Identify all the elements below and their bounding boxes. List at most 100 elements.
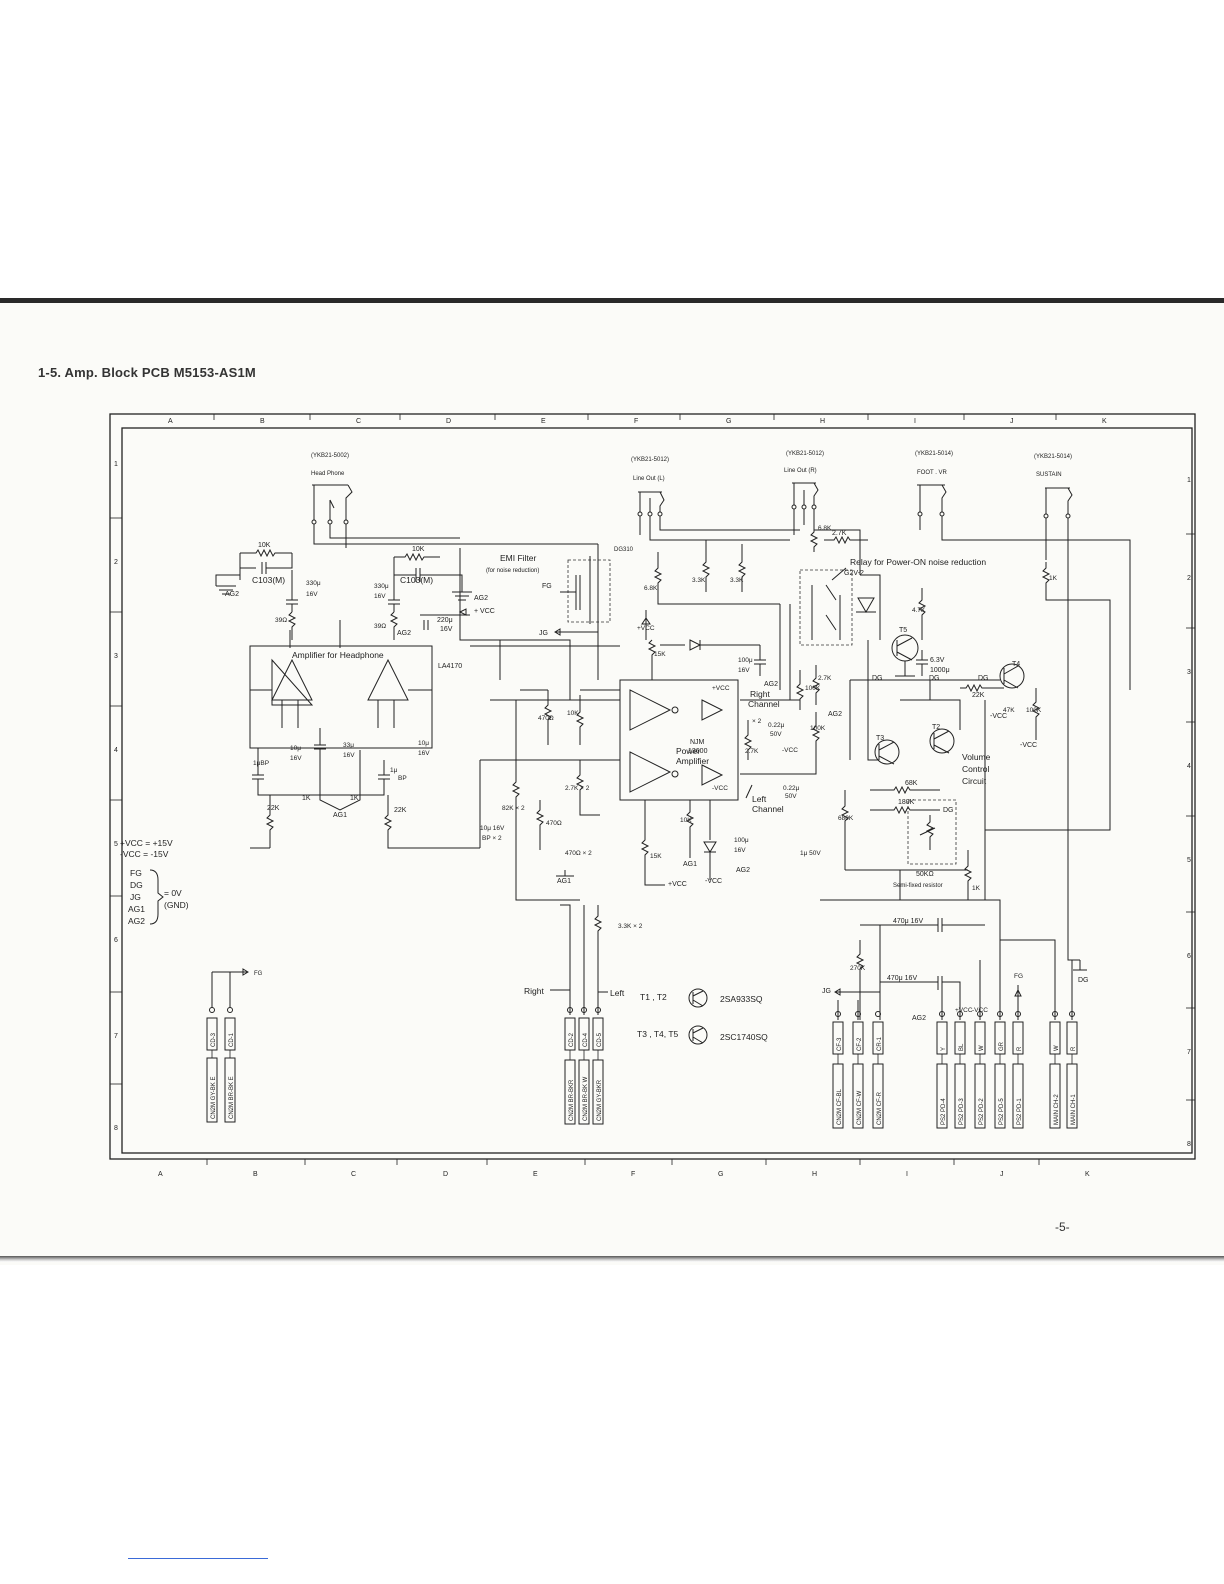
c-6.3v: 6.3V [930, 657, 945, 664]
grid-col-bottom-h: H [812, 1171, 817, 1178]
left-channel-label-2: Channel [752, 804, 784, 814]
net-fg-b: FG [1014, 973, 1023, 980]
sustain-name: SUSTAIN [1036, 472, 1062, 478]
v16-f: 16V [418, 750, 430, 757]
grid-col-top-a: A [168, 418, 173, 425]
grid-col-bottom-g: G [718, 1171, 723, 1178]
r39-a: 39Ω [275, 617, 287, 624]
r-680k: 680K [838, 815, 854, 822]
r39-b: 39Ω [374, 623, 386, 630]
grid-row-right-8: 8 [1187, 1141, 1191, 1148]
net-nvcc-c: -VCC [712, 785, 728, 792]
volume-control-block: T3 T2 Volume Control Circuit 68K 180K DG… [800, 724, 991, 900]
c10u-a: 10μ [290, 745, 301, 752]
grid-col-bottom-c: C [351, 1171, 356, 1178]
v16-g: 16V [738, 667, 750, 674]
legend-jg: JG [130, 892, 141, 902]
r-82k: 82K × 2 [502, 805, 525, 812]
label-t2: T2 [932, 724, 940, 731]
line-out-l-name: Line Out (L) [633, 476, 665, 482]
r-10k-b: 10K [412, 546, 425, 553]
volume-control-label-3: Circuit [962, 776, 987, 786]
grid-col-top-h: H [820, 418, 825, 425]
grid-col-top-f: F [634, 418, 638, 425]
connector-cd2-bottom-label-0: CN2M BR-BKR [569, 1079, 575, 1121]
grid-row-left-7: 7 [114, 1033, 118, 1040]
connector-cd2-pin-1 [581, 1007, 587, 1013]
net-ag1-b: AG1 [557, 878, 571, 885]
c100u-b: 100μ [734, 837, 749, 844]
c220: 220μ [437, 617, 453, 624]
grid-col-top-k: K [1102, 418, 1107, 425]
net-ag2-b: AG2 [474, 595, 488, 602]
grid-row-right-5: 5 [1187, 857, 1191, 864]
net-vcc-e: + VCC [474, 608, 495, 615]
headphone-jack-part: (YKB21-5002) [311, 453, 349, 459]
connector-cd2-pin-2 [595, 1007, 601, 1013]
connector-ps-pin-0 [939, 1011, 945, 1017]
foot-vr-name: FOOT . VR [917, 470, 948, 476]
r-100k-a: 100K [805, 685, 821, 692]
connector-cd2-bottom-label-2: CN2M GY-BKR [597, 1079, 603, 1121]
power-amp-label: Power [676, 746, 700, 756]
grid-col-bottom-k: K [1085, 1171, 1090, 1178]
net-vcc-c: +VCC [668, 881, 687, 888]
relay-part: G2V-2 [844, 570, 864, 577]
legend-vcc-neg: -VCC = -15V [120, 849, 169, 859]
emi-filter-block: EMI Filter (for noise reduction) DG310 F… [486, 547, 634, 637]
c-1000u: 1000μ [930, 667, 950, 674]
net-ag1-a: AG1 [333, 812, 347, 819]
r-1k-a: 1K [302, 795, 311, 802]
grid-row-right-1: 1 [1187, 477, 1191, 484]
legend-fg: FG [130, 868, 142, 878]
r-1k-b: 1K [350, 795, 359, 802]
r-10k-a: 10K [258, 542, 271, 549]
r-10k-c: 10K [567, 710, 579, 717]
grid-row-left-2: 2 [114, 559, 118, 566]
emi-filter-note: (for noise reduction) [486, 568, 539, 574]
connector-cd-pin-0 [209, 1007, 215, 1013]
net-ag2-a: AG2 [225, 591, 239, 598]
connector-cf-bottom-label-1: CN2M CF-W [857, 1090, 863, 1125]
connector-ps-top-label-1: BL [959, 1043, 965, 1051]
connector-ps-pin-1 [957, 1011, 963, 1017]
net-dg-c: DG [978, 675, 989, 682]
r-2.7k-d: 2.7K × 2 [565, 785, 590, 792]
connector-ps-bottom-label-2: PS2 PD-2 [979, 1098, 985, 1125]
connector-cf-bottom-label-2: CN2M CF-R [877, 1091, 883, 1125]
v16-a: 16V [306, 591, 318, 598]
legend-ground-value: = 0V [164, 888, 182, 898]
net-ag1-c: AG1 [683, 861, 697, 868]
grid-row-right-7: 7 [1187, 1049, 1191, 1056]
sustain-part: (YKB21-5014) [1034, 454, 1072, 460]
c1u-50v: 1μ 50V [800, 850, 821, 857]
c10u-bp: 10μ 16V [480, 825, 505, 832]
c330-a: 330μ [306, 580, 321, 587]
grid-col-top-c: C [356, 418, 361, 425]
emi-filter-label: EMI Filter [500, 553, 537, 563]
connector-cf-pin-0 [835, 1011, 841, 1017]
connector-cd-bottom-label-0: CN2M GY-BK E [211, 1077, 217, 1119]
net-dg-d: DG [943, 807, 954, 814]
r-47k-b: 47K [1003, 707, 1015, 714]
sustain-jack: (YKB21-5014) SUSTAIN [1034, 454, 1073, 519]
t3-t5-label: T3 , T4, T5 [637, 1029, 679, 1039]
relay-label: Relay for Power-ON noise reduction [850, 557, 986, 567]
c103-b: C103(M) [400, 575, 433, 585]
connector-main-pin-1 [1069, 1011, 1075, 1017]
r-6.8k-b: 6.8K [818, 525, 832, 532]
t1-t2-label: T1 , T2 [640, 992, 667, 1002]
connector-ps-bottom-label-4: PS2 PD-1 [1017, 1098, 1023, 1125]
r-68k: 68K [905, 780, 918, 787]
grid-col-bottom-e: E [533, 1171, 538, 1178]
grid-col-top-d: D [446, 418, 451, 425]
v16-h: 16V [734, 847, 746, 854]
r-22k-b: 22K [394, 807, 407, 814]
line-out-l-jack: (YKB21-5012) Line Out (L) [631, 457, 669, 517]
t1-t2-part: 2SA933SQ [720, 994, 763, 1004]
connector-cd2-bottom-label-1: CN2M BR-BK W [583, 1076, 589, 1121]
supply-legend: +VCC = +15V -VCC = -15V FG DG JG AG1 AG2… [120, 838, 189, 926]
